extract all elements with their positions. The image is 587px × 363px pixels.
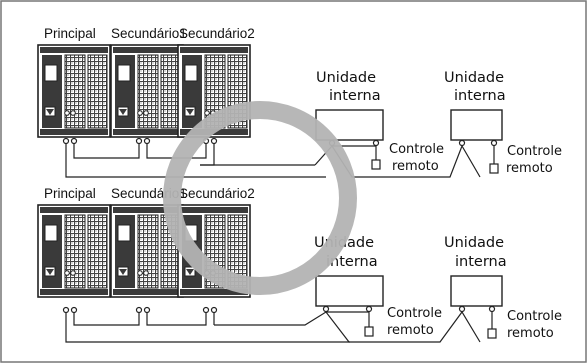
remote-3-label-line1: Controle	[387, 306, 442, 321]
indoor-unit-1-label-line2: interna	[329, 88, 381, 104]
remote-1-label-line1: Controle	[389, 142, 444, 157]
outdoor-unit-principal-bottom	[37, 204, 111, 298]
indoor-unit-1-bottom	[315, 275, 384, 307]
label-principal-top: Principal	[44, 26, 96, 41]
remote-control-2-bottom	[487, 328, 497, 339]
indoor-unit-4-label-line2: interna	[455, 254, 507, 270]
remote-4-label-line2: remoto	[507, 326, 554, 341]
remote-control-2-top	[489, 163, 499, 174]
outdoor-unit-principal-top	[37, 44, 111, 138]
indoor-unit-4-label-line1: Unidade	[444, 235, 504, 251]
indoor-unit-2-label-line1: Unidade	[444, 70, 504, 86]
remote-control-1-top	[371, 159, 381, 170]
outdoor-unit-secundario1-top	[110, 44, 184, 138]
remote-control-1-bottom	[364, 326, 374, 337]
indoor-wiring-bottom	[214, 310, 481, 343]
indoor-unit-2-label-line2: interna	[454, 88, 506, 104]
remote-1-label-line2: remoto	[392, 159, 439, 174]
grey-ring-symbol	[163, 101, 357, 295]
outdoor-interconnect-bottom	[62, 306, 350, 343]
indoor-unit-1-label-line1: Unidade	[316, 70, 376, 86]
bottom-system: Principal Secundário1 Secundário2 Unidad…	[37, 186, 562, 343]
remote-2-label-line2: remoto	[506, 161, 553, 176]
remote-4-label-line1: Controle	[507, 309, 562, 324]
label-secundario2-bottom: Secundário2	[179, 186, 255, 201]
indoor-unit-2-top	[450, 109, 503, 141]
label-secundario2-top: Secundário2	[179, 26, 255, 41]
label-secundario1-top: Secundário1	[111, 26, 187, 41]
indoor-unit-2-bottom	[450, 275, 503, 307]
indoor-unit-3-label-line2: interna	[326, 254, 378, 270]
remote-2-label-line1: Controle	[507, 144, 562, 159]
label-principal-bottom: Principal	[44, 186, 96, 201]
remote-3-label-line2: remoto	[387, 323, 434, 338]
